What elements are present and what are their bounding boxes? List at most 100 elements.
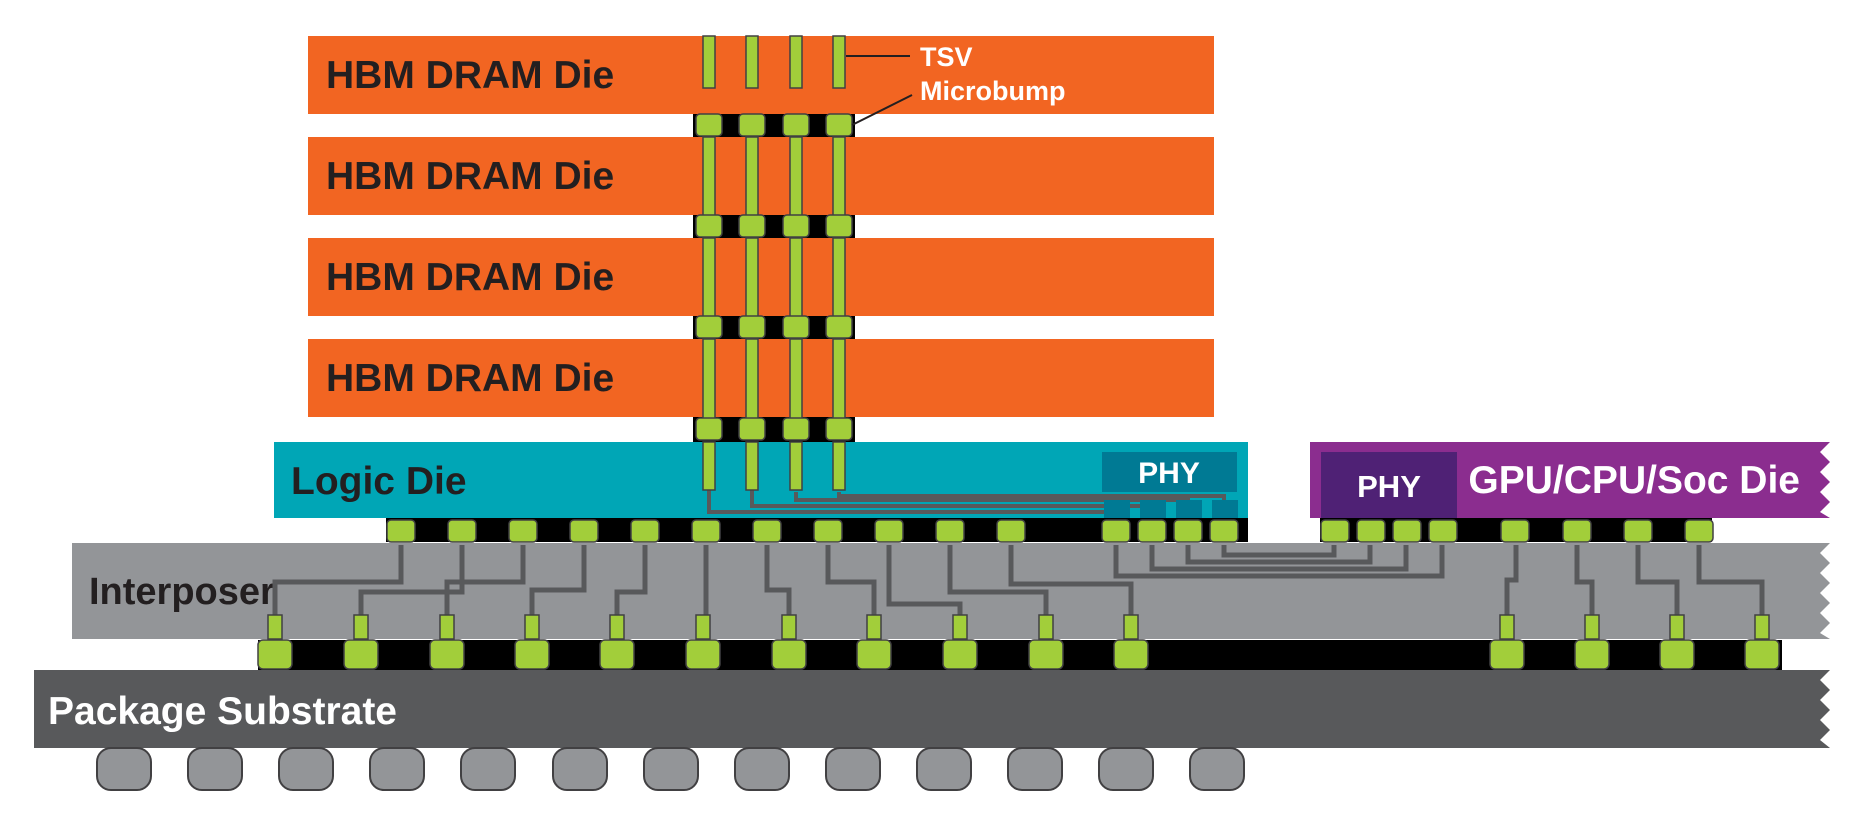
substrate-label: Package Substrate [48, 690, 397, 733]
bga-ball [1098, 747, 1154, 791]
tsv-label: TSV [920, 42, 973, 72]
microbump [874, 519, 904, 543]
gpu-die-label: GPU/CPU/Soc Die [1468, 459, 1800, 502]
bga-ball [1189, 747, 1245, 791]
microbump-strip [693, 215, 855, 238]
microbump [752, 519, 782, 543]
microbump [1623, 519, 1653, 543]
hbm-dram-die [308, 36, 1214, 114]
microbump [447, 519, 477, 543]
gpu-microbumps [1320, 519, 1714, 543]
tsv [789, 338, 803, 428]
interposer-via [609, 614, 625, 640]
c4-bump [1113, 639, 1149, 670]
microbump [1101, 519, 1131, 543]
microbump [825, 214, 853, 238]
logic-phy-block [1102, 452, 1237, 492]
hbm-die-label: HBM DRAM Die [326, 54, 614, 97]
tsv [745, 35, 759, 89]
tsv [789, 441, 803, 491]
tsv [745, 441, 759, 491]
c4-bump [1659, 639, 1695, 670]
microbump [386, 519, 416, 543]
tsv [832, 35, 846, 89]
microbump [508, 519, 538, 543]
microbump-strip [693, 316, 855, 339]
c4-bump [685, 639, 721, 670]
tsv [702, 338, 716, 428]
microbump [813, 519, 843, 543]
c4-bump [1574, 639, 1610, 670]
tsv [789, 35, 803, 89]
tsv [702, 237, 716, 327]
interposer-via [524, 614, 540, 640]
microbump [782, 113, 810, 137]
microbump-label: Microbump [920, 76, 1066, 106]
microbump [738, 315, 766, 339]
tsv [832, 136, 846, 226]
tsv [702, 441, 716, 491]
c4-bump-row [258, 640, 1782, 670]
bga-ball [1007, 747, 1063, 791]
microbump [782, 214, 810, 238]
microbump [695, 315, 723, 339]
phy-port [1140, 500, 1166, 520]
microbump [738, 417, 766, 441]
microbump [782, 315, 810, 339]
tsv [789, 136, 803, 226]
microbump [695, 113, 723, 137]
c4-bump [1489, 639, 1525, 670]
microbump [695, 417, 723, 441]
microbump [691, 519, 721, 543]
bga-ball [552, 747, 608, 791]
phy-port [1176, 500, 1202, 520]
hbm-microbumps [695, 113, 853, 441]
hbm-dram-die [308, 137, 1214, 215]
phy-port [1104, 500, 1130, 520]
microbump [1209, 519, 1239, 543]
microbump [738, 113, 766, 137]
microbump-strip [693, 114, 855, 137]
interposer-via [1754, 614, 1770, 640]
logic-phy-label: PHY [1138, 457, 1200, 490]
hbm-dram-die [308, 238, 1214, 316]
microbump [738, 214, 766, 238]
c4-bump [1028, 639, 1064, 670]
tsv [702, 35, 716, 89]
bga-ball [96, 747, 152, 791]
gpu-phy-label: PHY [1357, 469, 1421, 504]
microbump [1320, 519, 1350, 543]
interposer-via [952, 614, 968, 640]
bga-ball [643, 747, 699, 791]
microbump [825, 315, 853, 339]
tsv [832, 237, 846, 327]
interposer-via [267, 614, 283, 640]
microbump-callout-line [851, 94, 913, 126]
interposer-vias [267, 614, 1770, 640]
interposer-via [1584, 614, 1600, 640]
gpu-phy-block [1321, 452, 1457, 518]
interposer-via [1499, 614, 1515, 640]
tsv [832, 338, 846, 428]
phy-port [1212, 500, 1238, 520]
c4-bump [343, 639, 379, 670]
c4-bumps [257, 639, 1780, 670]
hbm-stack [308, 36, 1214, 417]
interposer-via [695, 614, 711, 640]
logic-phy-ports [1104, 500, 1238, 520]
tsv [745, 237, 759, 327]
interposer-via [439, 614, 455, 640]
tsv [702, 136, 716, 226]
hbm-die-label: HBM DRAM Die [326, 357, 614, 400]
microbump [695, 214, 723, 238]
interposer-via [353, 614, 369, 640]
microbump [1684, 519, 1714, 543]
microbump [1173, 519, 1203, 543]
bga-ball [734, 747, 790, 791]
interposer-via [866, 614, 882, 640]
hbm-die-label: HBM DRAM Die [326, 155, 614, 198]
microbump [996, 519, 1026, 543]
logic-microbumps [386, 519, 1239, 543]
tsv [745, 338, 759, 428]
c4-bump [771, 639, 807, 670]
